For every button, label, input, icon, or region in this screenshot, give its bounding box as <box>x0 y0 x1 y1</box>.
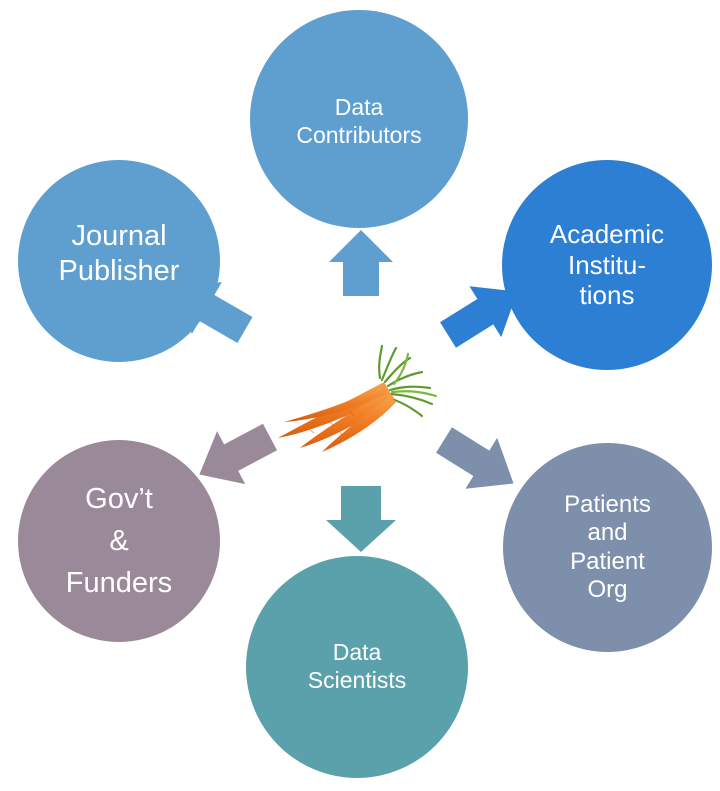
node-academic-institutions: Academic Institu- tions <box>502 160 712 370</box>
node-patients: Patients and Patient Org <box>503 443 712 652</box>
node-data-scientists: Data Scientists <box>246 556 468 778</box>
node-label-line: Contributors <box>296 122 422 148</box>
node-label-line: Patients <box>564 490 651 518</box>
node-label-line: Academic <box>549 218 665 249</box>
arrow-to-data-contributors <box>329 230 393 296</box>
arrow-to-academic-institutions <box>440 286 518 348</box>
node-label-line: Funders <box>65 567 173 600</box>
node-label-line: Gov’t <box>85 482 153 515</box>
arrow-to-data-scientists <box>326 486 396 552</box>
node-label-line: Data <box>332 639 382 666</box>
arrow-to-govt-funders <box>199 423 278 485</box>
node-label-line: Publisher <box>58 255 180 287</box>
carrot-image <box>278 344 438 452</box>
carrot-roots <box>278 382 396 452</box>
node-label-line: Institu- <box>567 249 647 280</box>
node-label-line: Patient <box>570 547 645 575</box>
node-label-line: Scientists <box>307 667 407 693</box>
node-journal-publisher: Journal Publisher <box>18 160 220 362</box>
node-data-contributors: Data Contributors <box>250 10 468 228</box>
node-label-line: Data <box>334 94 384 121</box>
node-label-line: Org <box>587 575 628 603</box>
node-govt-funders: Gov’t & Funders <box>18 440 220 642</box>
node-label-line: and <box>587 519 628 547</box>
node-label-line: Journal <box>71 220 167 253</box>
node-label-line: & <box>109 524 129 557</box>
node-label-line: tions <box>579 280 635 311</box>
arrow-to-patients <box>436 427 514 489</box>
